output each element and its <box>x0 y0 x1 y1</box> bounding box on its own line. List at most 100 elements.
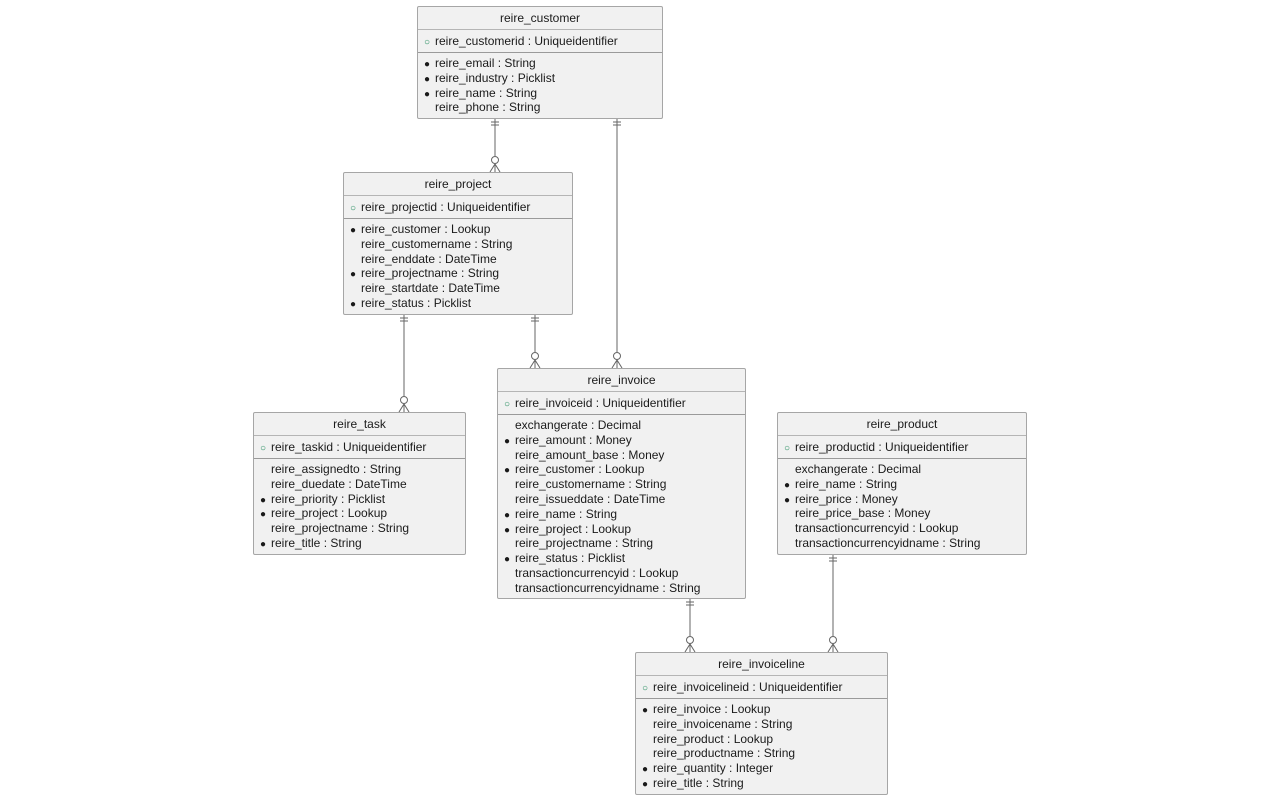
attribute-label: reire_price_base : Money <box>795 506 931 521</box>
attribute-row: reire_price_base : Money <box>778 506 1026 521</box>
attribute-row: ●reire_title : String <box>636 776 887 791</box>
attribute-row: ● reire_customer : Lookup <box>344 222 572 237</box>
attribute-row: reire_productname : String <box>636 746 887 761</box>
crows-foot-mark <box>611 359 618 369</box>
required-dot-icon: ● <box>350 225 357 236</box>
attribute-row: ●reire_quantity : Integer <box>636 761 887 776</box>
zero-circle-mark <box>613 352 621 360</box>
attribute-label: transactioncurrencyid : Lookup <box>795 521 959 536</box>
attribute-label: reire_customername : String <box>515 477 667 492</box>
attribute-label: transactioncurrencyidname : String <box>795 535 981 550</box>
attribute-label: reire_amount_base : Money <box>515 447 665 462</box>
primary-key-label: reire_invoiceid : Uniqueidentifier <box>515 396 686 410</box>
attribute-label: reire_project : Lookup <box>515 521 632 536</box>
attribute-row: reire_product : Lookup <box>636 732 887 747</box>
relationship-customer-project[interactable] <box>489 119 501 173</box>
key-circle-icon: ○ <box>642 683 649 694</box>
primary-key-label: reire_customerid : Uniqueidentifier <box>435 34 618 48</box>
primary-key-row: ○reire_taskid : Uniqueidentifier <box>254 436 465 459</box>
attribute-label: reire_customername : String <box>361 236 513 251</box>
entity-title: reire_project <box>344 173 572 196</box>
attribute-label: reire_priority : Picklist <box>271 491 386 506</box>
attribute-row: ● reire_invoice : Lookup <box>636 702 887 717</box>
relationship-project-invoice[interactable] <box>529 315 541 369</box>
required-dot-icon: ● <box>784 479 791 491</box>
crows-foot-mark <box>832 643 839 653</box>
attribute-row: ●reire_project : Lookup <box>254 506 465 521</box>
entity-title: reire_customer <box>418 7 662 30</box>
relationship-product-invoiceline[interactable] <box>827 555 839 653</box>
required-dot-icon: ● <box>504 435 511 447</box>
entity-reire-project[interactable]: reire_project○reire_projectid : Uniqueid… <box>343 172 573 315</box>
attribute-label: reire_name : String <box>435 85 538 100</box>
required-dot-icon: ● <box>260 509 267 521</box>
primary-key-row: ○ reire_invoicelineid : Uniqueidentifier <box>636 676 887 699</box>
key-circle-icon: ○ <box>350 203 357 214</box>
required-dot-icon: ● <box>784 494 791 506</box>
key-circle-icon: ○ <box>504 399 511 410</box>
attribute-label: exchangerate : Decimal <box>515 418 642 432</box>
required-dot-icon: ● <box>504 509 511 521</box>
required-dot-icon: ● <box>642 705 649 716</box>
attribute-row: transactioncurrencyidname : String <box>778 536 1026 551</box>
required-dot-icon: ● <box>424 73 431 85</box>
attribute-label: reire_title : String <box>271 535 362 550</box>
attribute-label: reire_duedate : DateTime <box>271 476 407 491</box>
entity-reire-customer[interactable]: reire_customer ○ reire_customerid : Unique… <box>417 6 663 119</box>
attribute-label: reire_invoice : Lookup <box>653 702 771 716</box>
attribute-row: ● reire_name : String <box>418 86 662 101</box>
entity-reire-product[interactable]: reire_product○reire_productid : Uniqueid… <box>777 412 1027 555</box>
attribute-row: ● reire_name : String <box>498 507 745 522</box>
attribute-row: ●reire_name : String <box>778 477 1026 492</box>
required-dot-icon: ● <box>424 88 431 100</box>
entity-title: reire_task <box>254 413 465 436</box>
attribute-label: reire_quantity : Integer <box>653 761 774 776</box>
attribute-row: reire_customername : String <box>344 237 572 252</box>
required-dot-icon: ● <box>424 59 431 70</box>
attribute-label: reire_projectname : String <box>271 521 410 536</box>
crows-foot-mark <box>489 163 496 173</box>
key-circle-icon: ○ <box>260 443 267 454</box>
entity-reire-invoice[interactable]: reire_invoice○reire_invoiceid : Uniqueid… <box>497 368 746 599</box>
primary-key-label: reire_invoicelineid : Uniqueidentifier <box>653 680 843 694</box>
attribute-label: reire_product : Lookup <box>653 731 774 746</box>
attribute-row: ● reire_email : String <box>418 56 662 71</box>
required-dot-icon: ● <box>260 538 267 550</box>
required-dot-icon: ● <box>504 465 511 477</box>
attribute-label: reire_customer : Lookup <box>361 222 491 236</box>
attribute-label: reire_amount : Money <box>515 432 632 447</box>
crows-foot-mark <box>827 643 834 653</box>
entity-reire-task[interactable]: reire_task○reire_taskid : Uniqueidentifi… <box>253 412 466 555</box>
primary-key-row: ○reire_projectid : Uniqueidentifier <box>344 196 572 219</box>
attribute-row: ● reire_project : Lookup <box>498 522 745 537</box>
attribute-list: exchangerate : Decimal●reire_name : Stri… <box>778 459 1026 551</box>
attribute-label: reire_email : String <box>435 56 536 70</box>
attribute-row: reire_amount_base : Money <box>498 448 745 463</box>
attribute-label: reire_phone : String <box>435 100 541 115</box>
attribute-row: reire_invoicename : String <box>636 717 887 732</box>
relationship-invoice-invoiceline[interactable] <box>684 599 696 653</box>
crows-foot-mark <box>684 643 691 653</box>
attribute-label: reire_name : String <box>515 506 618 521</box>
attribute-label: reire_projectname : String <box>361 266 500 281</box>
attribute-row: transactioncurrencyid : Lookup <box>498 566 745 581</box>
entity-title: reire_invoiceline <box>636 653 887 676</box>
attribute-row: ●reire_industry : Picklist <box>418 71 662 86</box>
key-circle-icon: ○ <box>424 37 431 48</box>
relationship-customer-invoice[interactable] <box>611 119 623 369</box>
crows-foot-mark <box>529 359 536 369</box>
crows-foot-mark <box>403 403 410 413</box>
attribute-row: reire_projectname : String <box>498 536 745 551</box>
relationship-project-task[interactable] <box>398 315 410 413</box>
primary-key-label: reire_productid : Uniqueidentifier <box>795 440 969 454</box>
entity-reire-invoiceline[interactable]: reire_invoiceline ○ reire_invoicelineid : … <box>635 652 888 795</box>
attribute-row: ●reire_projectname : String <box>344 266 572 281</box>
required-dot-icon: ● <box>504 524 511 536</box>
zero-circle-mark <box>686 636 694 644</box>
attribute-row: reire_projectname : String <box>254 521 465 536</box>
attribute-row: reire_duedate : DateTime <box>254 477 465 492</box>
attribute-list: exchangerate : Decimal ● reire_amount : Mo… <box>498 415 745 596</box>
attribute-list: ● reire_email : String●reire_industry : P… <box>418 53 662 115</box>
required-dot-icon: ● <box>260 494 267 506</box>
